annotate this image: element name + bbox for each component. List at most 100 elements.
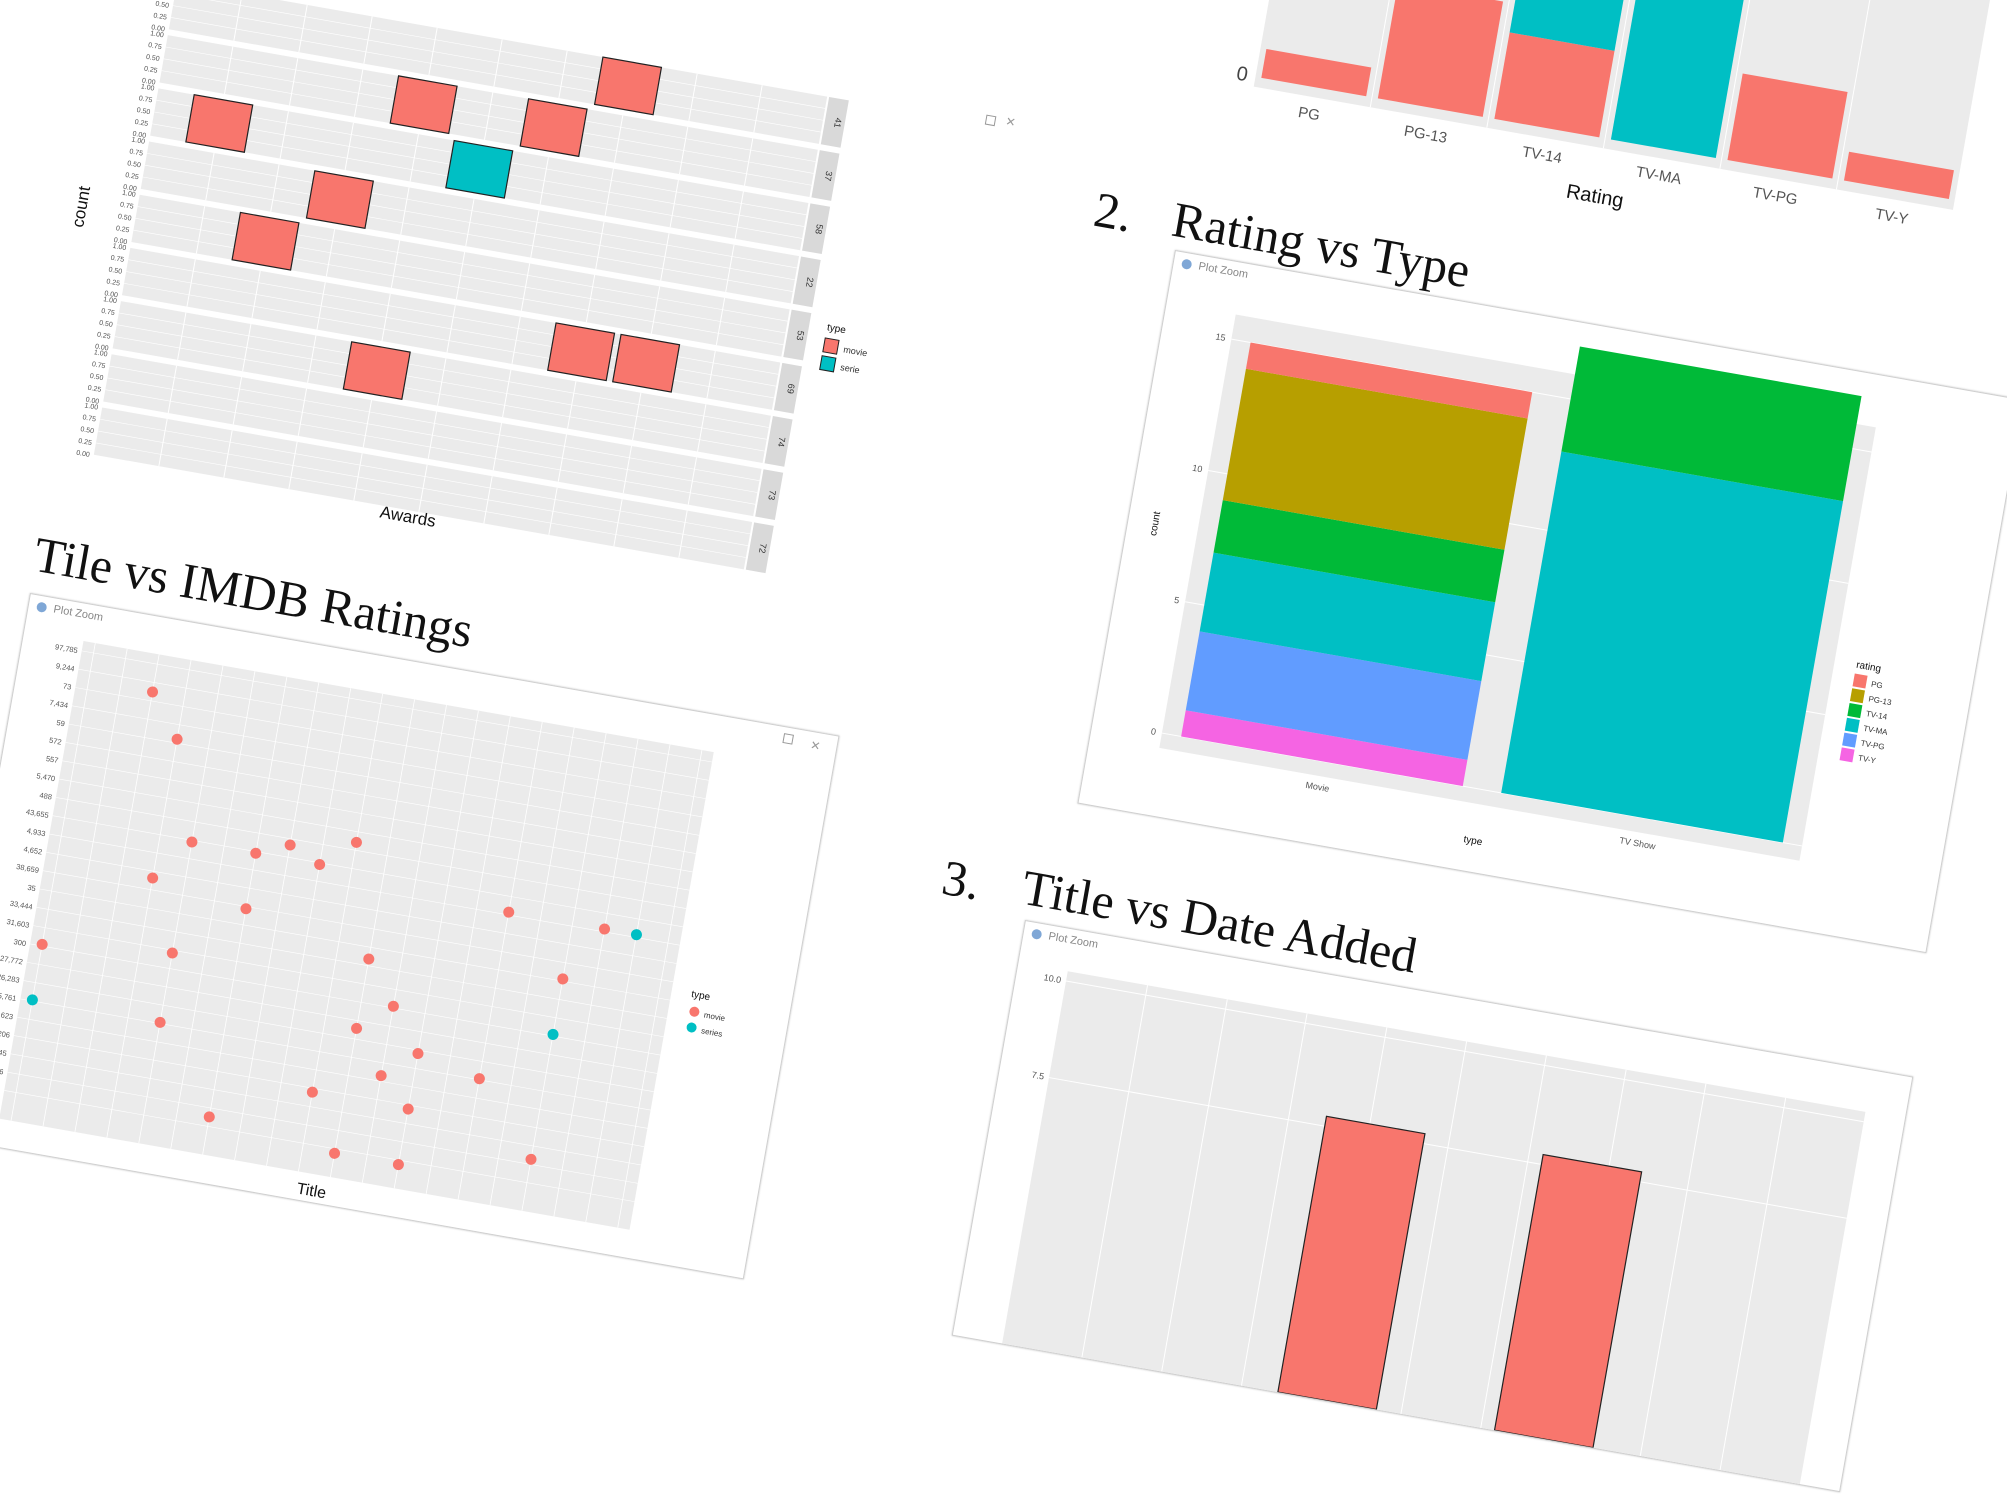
y-tick-label: 97,785 [54,642,78,655]
plot-zoom-icon [35,601,48,614]
close-icon[interactable]: ✕ [1004,114,1017,130]
bar-Movie-PG-13 [1222,368,1528,550]
facet-strip-label: 53 [794,330,806,342]
point-movie [350,836,362,848]
y-tick-label: 0.50 [155,1,170,10]
legend-key-TV-MA [1844,717,1860,733]
y-tick-label: 0.50 [117,213,132,222]
y-tick-label: 27,772 [0,954,24,967]
facet-strip-label: 74 [776,436,788,448]
facet-strip-label: 58 [813,223,825,235]
y-tick-label: 488 [39,791,53,802]
point-movie [402,1103,414,1115]
bar-PG [1261,48,1372,97]
x-tick-label: TV-Y [1874,206,1910,229]
y-tick-label: 59 [56,718,66,728]
bar-Movie-TV-14 [1213,500,1505,603]
y-tick-label: 0.50 [145,54,160,63]
x-tick-label: TV-PG [1751,184,1798,209]
y-tick-label: 0.75 [91,361,106,370]
facet-strip-label: 73 [766,489,778,501]
legend-label: TV-MA [1863,724,1889,737]
y-tick-label: 0.25 [153,12,168,21]
gridline [163,58,814,174]
y-tick-label: 10 [1192,463,1204,475]
facet-strip-label: 41 [832,117,844,129]
y-tick-label: 1.00 [112,243,127,252]
bar-Movie-TV-Y [1181,710,1468,787]
legend-key-PG-13 [1849,688,1865,704]
gridline [172,5,824,121]
point-movie [314,859,326,871]
heading-2-number: 2. [1090,180,1137,243]
point-movie [36,938,48,950]
bar-movie [305,170,375,230]
legend-label: TV-14 [1865,709,1888,722]
y-tick-label: 43,655 [25,807,49,820]
point-movie [250,847,262,859]
facet-strip [764,416,793,467]
gridline [266,688,352,1166]
y-tick-label: 0.75 [82,414,97,423]
y-tick-label: 7,434 [49,698,69,710]
gridline [1486,0,1527,128]
point-movie [473,1073,485,1085]
maximize-icon[interactable] [984,114,997,127]
gridline [234,682,320,1161]
legend-title: type [826,322,847,336]
close-icon[interactable]: ✕ [809,737,822,754]
facet-strip [745,522,774,574]
x-tick-label: PG [1297,104,1321,125]
y-tick-label: 31,603 [6,917,30,930]
point-movie [240,903,252,915]
gridline [1602,0,1643,149]
point-movie [387,1000,399,1012]
gridline [59,778,690,891]
gridline [118,312,769,428]
legend-key-TV-Y [1839,747,1855,763]
point-series [547,1028,559,1040]
legend-key-PG [1852,673,1868,689]
gridline [17,1016,648,1129]
point-movie [284,839,296,851]
gridline [202,676,288,1155]
bar-TV-PG [1727,73,1848,179]
bar-serie [445,139,514,199]
y-tick-label: 0.25 [134,119,149,128]
x-axis-label: type [1463,834,1484,848]
awards-chart: 410.000.250.500.751.00370.000.250.500.75… [68,0,868,574]
gridline [46,852,677,964]
gridline [144,164,795,281]
gridline [36,907,667,1019]
y-tick-label: 1.00 [131,137,146,146]
gridline [95,442,746,558]
y-tick-label: 23,623 [0,1009,14,1022]
gridline [105,389,756,505]
legend-label: PG-13 [1868,694,1893,707]
maximize-icon[interactable] [782,733,794,745]
bar-movie [612,333,681,393]
plot-zoom-icon [1180,258,1193,271]
bar-Movie-PG [1245,342,1533,419]
gridline [26,961,658,1074]
point-movie [557,973,569,985]
bar-TV-MA [1610,0,1747,158]
y-tick-label: 1.00 [121,190,136,199]
x-tick-label: TV Show [1619,835,1657,851]
legend-label: TV-Y [1857,753,1877,765]
y-tick-label: 15,658 [0,1082,1,1095]
bar-TV Show-TV-14 [1561,346,1862,502]
y-axis-label: count [1148,511,1163,537]
x-tick-label: Movie [1305,780,1330,794]
gridline [81,650,713,763]
gridline [521,733,607,1211]
bar-movie [593,56,663,116]
gridline [138,665,224,1144]
y-tick-label: 300 [13,937,27,948]
bar-movie [231,211,300,271]
y-tick-label: 38,659 [16,862,40,875]
y-tick-label: 0.50 [108,267,123,276]
point-movie [503,906,515,918]
